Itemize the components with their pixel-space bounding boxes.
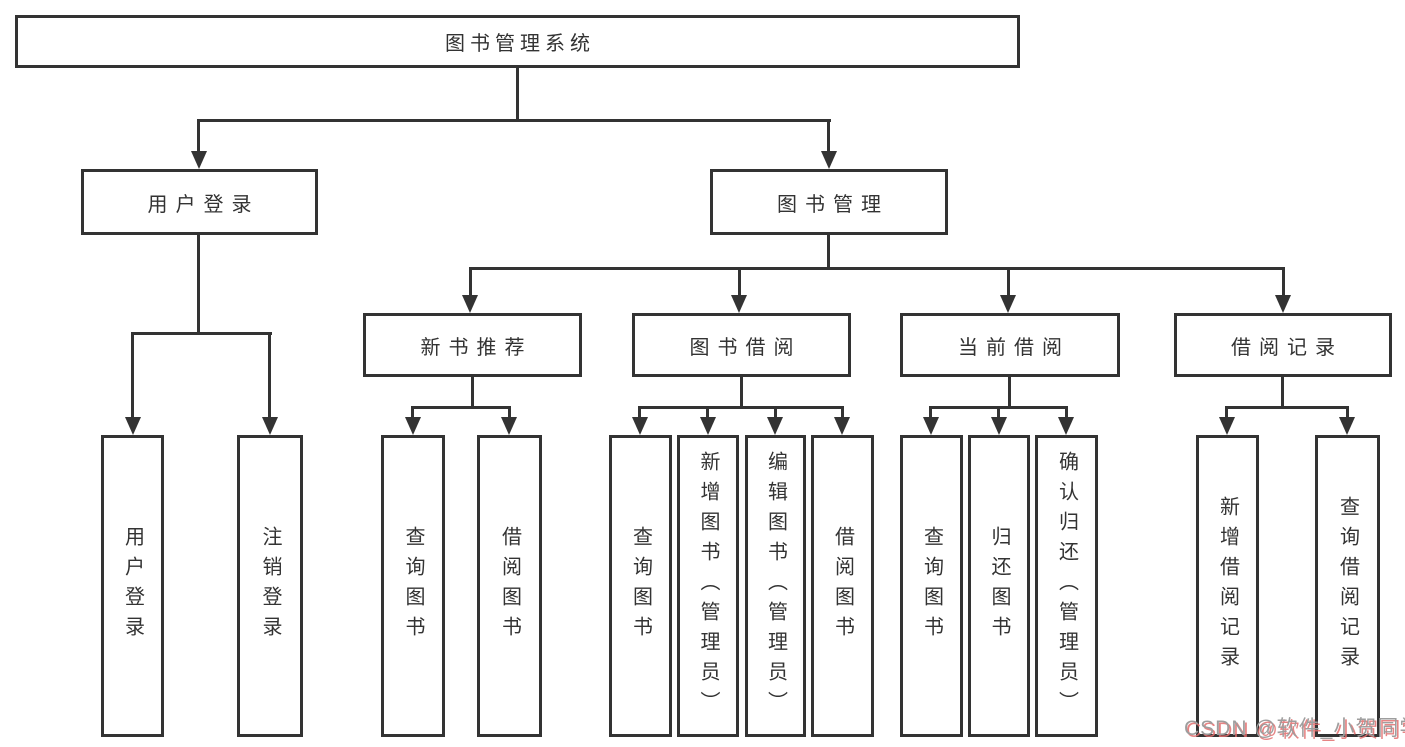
- connector-root-stub: [516, 68, 519, 122]
- connector-stem: [1225, 406, 1228, 417]
- node-book-borrow: 图书借阅: [632, 313, 851, 377]
- arrow-down-icon: [1339, 417, 1355, 435]
- leaf-query-book-current: 查询图书: [900, 435, 963, 737]
- leaf-query-book-recommend: 查询图书: [381, 435, 445, 737]
- leaf-logout-login: 注销登录: [237, 435, 303, 737]
- node-borrow-records: 借阅记录: [1174, 313, 1392, 377]
- connector-recommend-hline: [411, 406, 511, 409]
- arrow-down-icon: [991, 417, 1007, 435]
- connector-stem: [997, 406, 1000, 417]
- connector-stem: [197, 119, 200, 152]
- connector-book-mgmt-hline: [469, 267, 1285, 270]
- connector-stem: [929, 406, 932, 417]
- connector-stem: [827, 119, 830, 152]
- arrow-down-icon: [1219, 417, 1235, 435]
- connector-user-login-stub: [197, 235, 200, 335]
- leaf-confirm-return-admin: 确认归还（管理员）: [1035, 435, 1098, 737]
- arrow-down-icon: [700, 417, 716, 435]
- leaf-borrow-book-recommend: 借阅图书: [477, 435, 542, 737]
- arrow-down-icon: [191, 151, 207, 169]
- connector-stem: [1282, 267, 1285, 295]
- arrow-down-icon: [125, 417, 141, 435]
- connector-user-login-hline: [131, 332, 272, 335]
- arrow-down-icon: [834, 417, 850, 435]
- connector-borrow-stub: [740, 377, 743, 409]
- arrow-down-icon: [821, 151, 837, 169]
- connector-records-hline: [1225, 406, 1349, 409]
- connector-stem: [131, 332, 134, 417]
- connector-stem: [469, 267, 472, 295]
- arrow-down-icon: [632, 417, 648, 435]
- csdn-watermark: CSDN @软件_小贺同学: [1184, 717, 1405, 740]
- connector-stem: [268, 332, 271, 417]
- connector-stem: [1065, 406, 1068, 417]
- arrow-down-icon: [767, 417, 783, 435]
- connector-stem: [638, 406, 641, 417]
- connector-root-hline: [197, 119, 831, 122]
- node-current-borrow: 当前借阅: [900, 313, 1120, 377]
- connector-stem: [841, 406, 844, 417]
- leaf-user-login: 用户登录: [101, 435, 164, 737]
- connector-book-mgmt-stub: [827, 235, 830, 270]
- arrow-down-icon: [731, 295, 747, 313]
- leaf-add-book-admin: 新增图书（管理员）: [677, 435, 739, 737]
- connector-records-stub: [1281, 377, 1284, 409]
- arrow-down-icon: [923, 417, 939, 435]
- node-library-system: 图书管理系统: [15, 15, 1020, 68]
- node-book-management: 图书管理: [710, 169, 948, 235]
- arrow-down-icon: [262, 417, 278, 435]
- arrow-down-icon: [501, 417, 517, 435]
- leaf-query-book-borrow: 查询图书: [609, 435, 672, 737]
- arrow-down-icon: [405, 417, 421, 435]
- connector-stem: [1007, 267, 1010, 295]
- connector-stem: [411, 406, 414, 417]
- node-new-book-recommend: 新书推荐: [363, 313, 582, 377]
- connector-stem: [508, 406, 511, 417]
- connector-recommend-stub: [471, 377, 474, 409]
- leaf-borrow-book-borrow: 借阅图书: [811, 435, 874, 737]
- leaf-add-borrow-record: 新增借阅记录: [1196, 435, 1259, 737]
- arrow-down-icon: [1000, 295, 1016, 313]
- node-user-login: 用户登录: [81, 169, 318, 235]
- arrow-down-icon: [1275, 295, 1291, 313]
- leaf-query-borrow-record: 查询借阅记录: [1315, 435, 1380, 737]
- connector-stem: [774, 406, 777, 417]
- arrow-down-icon: [1058, 417, 1074, 435]
- connector-stem: [1346, 406, 1349, 417]
- connector-borrow-hline: [638, 406, 844, 409]
- connector-current-stub: [1008, 377, 1011, 409]
- arrow-down-icon: [462, 295, 478, 313]
- connector-stem: [706, 406, 709, 417]
- leaf-edit-book-admin: 编辑图书（管理员）: [745, 435, 806, 737]
- leaf-return-book: 归还图书: [968, 435, 1030, 737]
- connector-stem: [738, 267, 741, 295]
